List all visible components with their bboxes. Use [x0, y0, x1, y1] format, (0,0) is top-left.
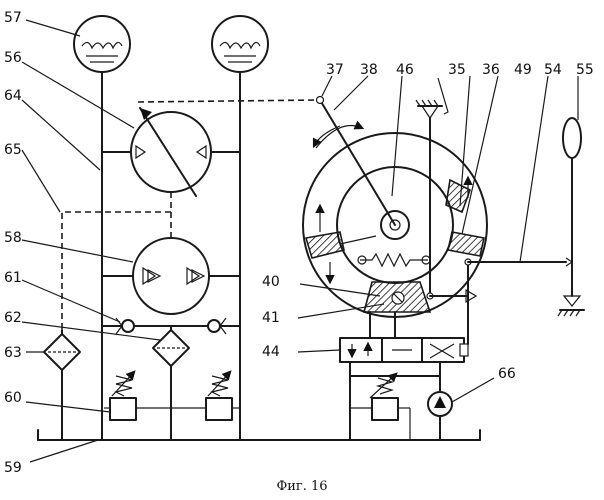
- pump-motor-58: [102, 238, 240, 314]
- label-49: 49: [514, 62, 532, 78]
- pedal-55: [558, 118, 584, 316]
- label-62: 62: [4, 310, 22, 326]
- label-55: 55: [576, 62, 594, 78]
- label-36: 36: [482, 62, 500, 78]
- label-37: 37: [326, 62, 344, 78]
- label-38: 38: [360, 62, 378, 78]
- label-40: 40: [262, 274, 280, 290]
- leader-lines: [22, 20, 578, 462]
- label-44: 44: [262, 344, 280, 360]
- label-58: 58: [4, 230, 22, 246]
- label-61: 61: [4, 270, 22, 286]
- filter-63: [44, 330, 80, 440]
- label-35: 35: [448, 62, 466, 78]
- filter-62: [153, 326, 189, 440]
- tank-left: [74, 16, 130, 72]
- label-56: 56: [4, 50, 22, 66]
- label-66: 66: [498, 366, 516, 382]
- pump-66: [428, 376, 452, 440]
- label-54: 54: [544, 62, 562, 78]
- label-41: 41: [262, 310, 280, 326]
- lever-37: [314, 97, 395, 226]
- label-59: 59: [4, 460, 22, 476]
- label-57: 57: [4, 10, 22, 26]
- label-63: 63: [4, 345, 22, 361]
- label-46: 46: [396, 62, 414, 78]
- label-65: 65: [4, 142, 22, 158]
- tank-right: [212, 16, 268, 72]
- relief-valve-left: [104, 372, 171, 420]
- relief-valve-44: [350, 374, 440, 440]
- label-60: 60: [4, 390, 22, 406]
- fixed-pivot-35: [416, 100, 442, 299]
- figure-caption: Фиг. 16: [276, 479, 327, 494]
- relief-valve-right: [171, 372, 240, 420]
- label-64: 64: [4, 88, 22, 104]
